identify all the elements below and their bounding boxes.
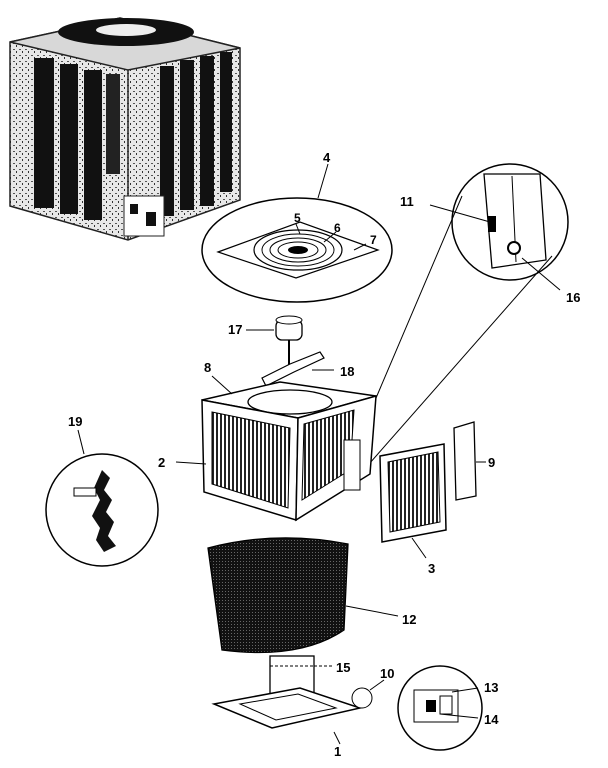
compressor-and-base [211, 655, 385, 745]
callout-11: 11 [400, 194, 414, 209]
detail-19-circle [45, 429, 159, 567]
callout-5: 5 [294, 211, 301, 225]
side-panel-and-cover [379, 421, 486, 559]
callout-19: 19 [68, 414, 82, 429]
callout-15: 15 [336, 660, 350, 675]
callout-8: 8 [204, 360, 211, 375]
callout-18: 18 [340, 364, 354, 379]
callout-12: 12 [402, 612, 416, 627]
cabinet-housing [175, 375, 377, 522]
callout-1: 1 [334, 744, 341, 759]
callout-10: 10 [380, 666, 394, 681]
callout-6: 6 [334, 221, 341, 235]
fan-motor-and-blade [246, 315, 334, 387]
callout-9: 9 [488, 455, 495, 470]
callout-16: 16 [566, 290, 580, 305]
top-panel-detail [201, 163, 393, 303]
callout-13: 13 [484, 680, 498, 695]
callout-4: 4 [323, 150, 331, 165]
condenser-coil [207, 537, 399, 654]
assembled-unit-illustration [9, 17, 241, 241]
callout-14: 14 [484, 712, 499, 727]
callout-7: 7 [370, 233, 377, 247]
callout-labels: 1 2 3 4 5 6 7 8 9 10 11 12 13 14 15 16 1… [68, 150, 580, 759]
callout-2: 2 [158, 455, 165, 470]
callout-3: 3 [428, 561, 435, 576]
callout-17: 17 [228, 322, 242, 337]
service-valve-detail [397, 665, 483, 751]
